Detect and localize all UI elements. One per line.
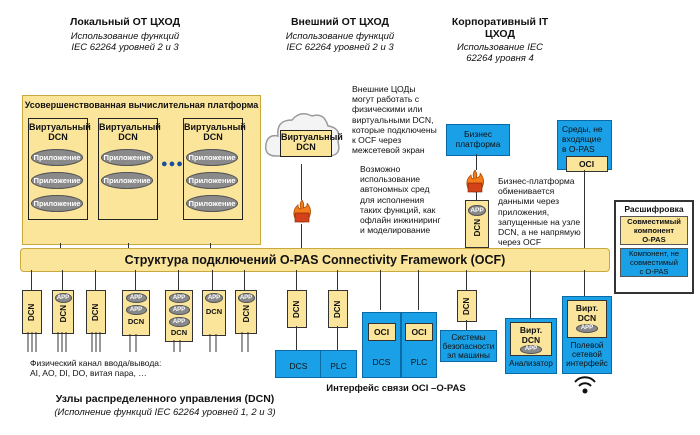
dcn-node-2app: APP APP DCN [122, 290, 150, 336]
oci-dcs-system: OCI DCS [362, 312, 401, 378]
connector [212, 270, 213, 290]
app-badge: APP [168, 293, 190, 303]
connector [31, 270, 32, 290]
app-badge: APP [125, 305, 147, 315]
corporate-dcn: APP DCN [465, 200, 489, 248]
header-local-sub2: IEC 62264 уровней 2 и 3 [71, 42, 179, 53]
app-badge: APP [237, 293, 255, 303]
dcn-node-dcs: DCN [287, 290, 307, 328]
app-badge: APP [125, 293, 147, 303]
oci-box: OCI [405, 323, 433, 341]
connector [135, 270, 136, 290]
app-3-1: Приложение [186, 149, 238, 166]
dcn-node-safety: DCN [457, 290, 477, 322]
app-1-1: Приложение [31, 149, 83, 166]
dcn-title: Узлы распределенного управления (DCN) [55, 393, 275, 405]
dcn-node-app: APP DCN [52, 290, 74, 334]
connector [418, 270, 419, 310]
header-corporate-title1: Корпоративный IT [451, 16, 549, 28]
app-badge: APP [205, 293, 223, 303]
connector [337, 270, 338, 290]
connector [60, 243, 61, 248]
header-external-sub1: Использование функций [285, 31, 395, 42]
app-badge: APP [576, 324, 598, 333]
connector [380, 270, 381, 310]
app-badge: APP [468, 205, 486, 216]
header-local-sub1: Использование функций [70, 31, 180, 42]
connector [62, 270, 63, 290]
connector [476, 154, 477, 170]
virtual-dcn-box: Вирт. DCN APP [567, 300, 607, 338]
app-badge: APP [54, 293, 72, 303]
connector [466, 270, 467, 290]
app-1-2: Приложение [31, 172, 83, 189]
app-1-3: Приложение [31, 195, 83, 212]
connector [466, 320, 467, 330]
connector [244, 270, 245, 290]
connector [584, 270, 585, 296]
header-corporate-title2: ЦХОД [485, 28, 515, 40]
legend-title: Расшифровка [624, 204, 684, 214]
more-dots: ●●● [161, 158, 184, 170]
connector [128, 243, 129, 248]
io-wires [27, 332, 249, 352]
header-external-title: Внешний ОТ ЦХОД [290, 16, 390, 28]
header-corporate-sub1: Использование IEC [456, 42, 544, 53]
app-badge: APP [168, 305, 190, 315]
firewall-icon-corporate [466, 170, 484, 193]
app-3-3: Приложение [186, 195, 238, 212]
io-label: Физический канал ввода/вывода: AI, AO, D… [30, 358, 162, 378]
connector [296, 326, 297, 350]
dcn-node-app: APP DCN [235, 290, 257, 334]
connector [301, 224, 302, 248]
connector [95, 270, 96, 290]
app-2-1: Приложение [101, 149, 153, 166]
connector [337, 326, 338, 350]
analyzer-system: Вирт. DCN APP Анализатор [505, 318, 557, 374]
header-external-sub2: IEC 62264 уровней 2 и 3 [286, 42, 394, 53]
safety-system: Системы безопасности эл машины [440, 330, 497, 362]
plc-system: PLC [320, 350, 357, 378]
app-3-2: Приложение [186, 172, 238, 189]
oci-box: OCI [565, 156, 608, 172]
connector [296, 270, 297, 290]
dcn-node-3app: APP APP APP DCN [165, 290, 193, 342]
dcn-node: DCN [22, 290, 42, 334]
connector [476, 192, 477, 200]
wireless-icon [574, 376, 596, 394]
firewall-icon [293, 200, 311, 223]
connector [301, 164, 302, 200]
platform-title: Усовершенствованная вычислительная платф… [24, 100, 259, 110]
ocf-bar: Структура подключений O-PAS Connectivity… [20, 248, 610, 272]
dcn-subtitle: (Исполнение функций IEC 62264 уровней 1,… [54, 407, 276, 418]
oci-interface-label: Интерфейс связи OCI –O-PAS [326, 383, 466, 394]
header-local-title: Локальный ОТ ЦХОД [69, 16, 181, 28]
app-badge: APP [520, 345, 542, 354]
oci-box: OCI [367, 323, 396, 341]
connector [210, 243, 211, 248]
header-corporate-sub2: 62264 уровня 4 [466, 53, 534, 64]
connector [584, 170, 585, 248]
dcn-node: DCN [86, 290, 106, 334]
dcn-node-app: APP DCN [202, 290, 226, 336]
wireless-interface: Вирт. DCN APP Полевой сетевой интерфейс [562, 296, 612, 374]
dcn-node-plc: DCN [328, 290, 348, 328]
app-badge: APP [168, 317, 190, 327]
virtual-dcn-box: Вирт. DCN APP [510, 322, 552, 356]
app-2-2: Приложение [101, 172, 153, 189]
oci-plc-system: OCI PLC [401, 312, 437, 378]
dcs-system: DCS [275, 350, 322, 378]
connector [530, 270, 531, 318]
connector [178, 270, 179, 290]
